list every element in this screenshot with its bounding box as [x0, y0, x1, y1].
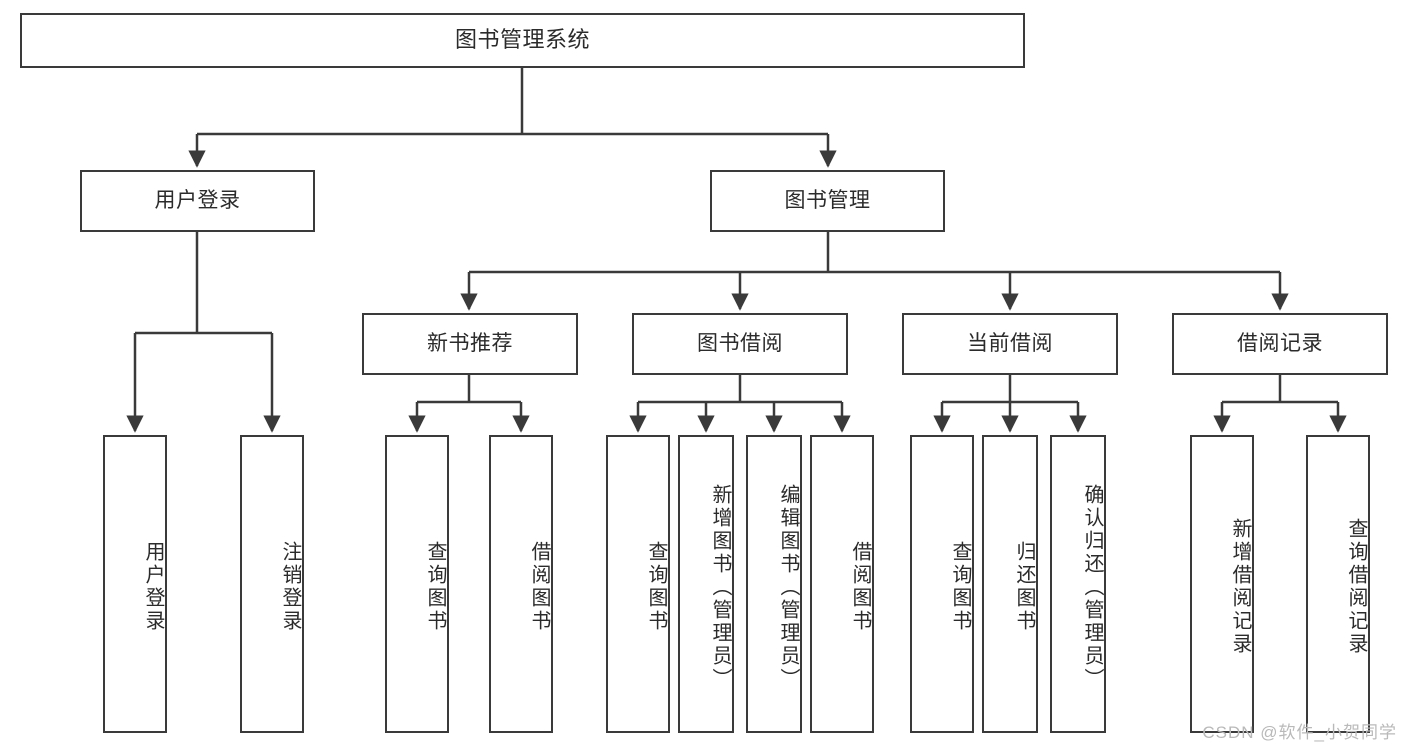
node-user-login[interactable]: 用户登录	[80, 170, 315, 232]
leaf-borrow-records-add[interactable]: 新增借阅记录	[1190, 435, 1254, 733]
leaf-new-book-query[interactable]: 查询图书	[385, 435, 449, 733]
node-new-book-recommend[interactable]: 新书推荐	[362, 313, 578, 375]
leaf-label: 确认归还（管理员）	[1081, 483, 1103, 691]
leaf-label: 查询借阅记录	[1345, 518, 1367, 656]
leaf-book-borrow-query[interactable]: 查询图书	[606, 435, 670, 733]
leaf-label: 编辑图书（管理员）	[777, 483, 799, 691]
leaf-new-book-borrow[interactable]: 借阅图书	[489, 435, 553, 733]
leaf-label: 借阅图书	[849, 541, 871, 633]
leaf-current-borrow-query[interactable]: 查询图书	[910, 435, 974, 733]
leaf-label: 新增借阅记录	[1229, 518, 1251, 656]
leaf-label: 注销登录	[279, 541, 301, 633]
leaf-label: 查询图书	[424, 541, 446, 633]
node-book-borrow[interactable]: 图书借阅	[632, 313, 848, 375]
leaf-book-borrow-edit[interactable]: 编辑图书（管理员）	[746, 435, 802, 733]
watermark-text: CSDN @软件_小贺同学	[1202, 723, 1397, 742]
node-root-system[interactable]: 图书管理系统	[20, 13, 1025, 68]
leaf-user-login-logout[interactable]: 注销登录	[240, 435, 304, 733]
leaf-label: 查询图书	[645, 541, 667, 633]
leaf-user-login-login[interactable]: 用户登录	[103, 435, 167, 733]
leaf-label: 用户登录	[142, 541, 164, 633]
node-borrow-records[interactable]: 借阅记录	[1172, 313, 1388, 375]
node-book-management[interactable]: 图书管理	[710, 170, 945, 232]
leaf-book-borrow-borrow[interactable]: 借阅图书	[810, 435, 874, 733]
leaf-borrow-records-query[interactable]: 查询借阅记录	[1306, 435, 1370, 733]
leaf-label: 查询图书	[949, 541, 971, 633]
leaf-current-borrow-return[interactable]: 归还图书	[982, 435, 1038, 733]
node-current-borrow[interactable]: 当前借阅	[902, 313, 1118, 375]
leaf-label: 新增图书（管理员）	[709, 483, 731, 691]
leaf-book-borrow-add[interactable]: 新增图书（管理员）	[678, 435, 734, 733]
leaf-label: 借阅图书	[528, 541, 550, 633]
leaf-current-borrow-confirm-return[interactable]: 确认归还（管理员）	[1050, 435, 1106, 733]
leaf-label: 归还图书	[1013, 541, 1035, 633]
